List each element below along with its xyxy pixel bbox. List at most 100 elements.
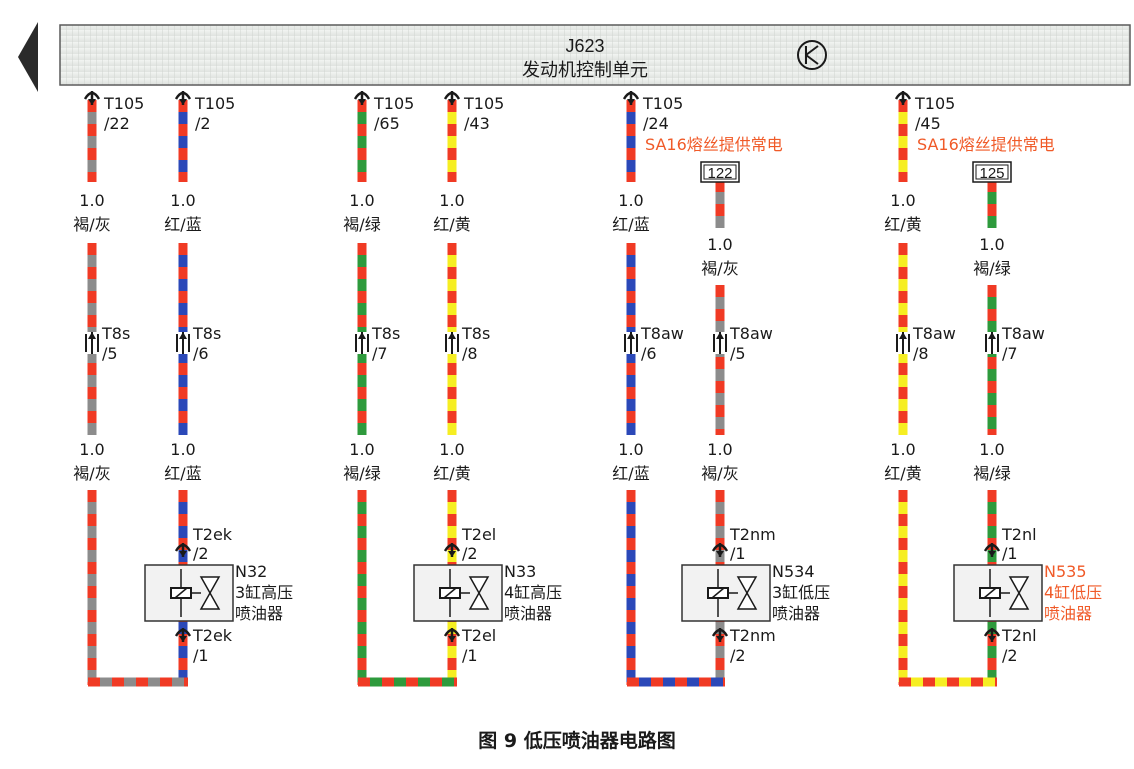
pin-icon <box>443 543 461 557</box>
connector-label: T105 <box>642 94 683 113</box>
fuse-note: SA16熔丝提供常电 <box>917 135 1055 154</box>
wire-color: 红/蓝 <box>612 464 649 483</box>
pin-label: /45 <box>915 114 941 133</box>
connector-label: T8aw <box>1001 324 1045 343</box>
pin-icon <box>894 91 912 105</box>
pin-label: /2 <box>462 544 478 563</box>
wire-size: 1.0 <box>439 191 464 210</box>
connector-label: T105 <box>194 94 235 113</box>
wire-loop-N535 <box>899 677 997 687</box>
unit-code: J623 <box>565 36 604 56</box>
pin-icon <box>711 628 729 642</box>
connector-label: T2ek <box>192 626 233 645</box>
injector-name: N534 <box>772 562 815 581</box>
wire-w2-mid <box>178 243 188 435</box>
wire-size: 1.0 <box>79 440 104 459</box>
connector-label: T105 <box>373 94 414 113</box>
connector-label: T8s <box>192 324 221 343</box>
connector-label: T8aw <box>640 324 684 343</box>
pin-label: /1 <box>193 646 209 665</box>
injector-N534 <box>681 564 771 622</box>
wire-loop-N534 <box>627 677 725 687</box>
wire-size: 1.0 <box>349 191 374 210</box>
wire-color: 褐/绿 <box>343 464 380 483</box>
wire-color: 红/黄 <box>433 464 470 483</box>
wire-w4-top <box>447 100 457 182</box>
connector-label: T2el <box>461 626 496 645</box>
inline-connector-icon <box>896 332 910 354</box>
wire-size: 1.0 <box>439 440 464 459</box>
wire-w4-mid <box>447 243 457 435</box>
labels-layer: T105/221.0褐/灰T8s/51.0褐/灰T105/21.0红/蓝T8s/… <box>73 94 1102 665</box>
transistor-icon <box>797 40 827 70</box>
connector-label: T8aw <box>729 324 773 343</box>
wire-size: 1.0 <box>890 440 915 459</box>
injector-desc: 喷油器 <box>772 604 820 623</box>
wire-color: 红/黄 <box>884 464 921 483</box>
wire-w8-top <box>987 180 997 228</box>
injector-name: N535 <box>1044 562 1087 581</box>
pin-icon <box>622 91 640 105</box>
connector-label: T2nm <box>729 525 776 544</box>
wire-size: 1.0 <box>979 235 1004 254</box>
wire-w6-top <box>715 180 725 228</box>
connector-label: T105 <box>103 94 144 113</box>
injector-desc: 4缸高压 <box>504 583 562 602</box>
wire-w1-top <box>87 100 97 182</box>
connector-label: T105 <box>463 94 504 113</box>
wire-w3-top <box>357 100 367 182</box>
pin-icon <box>443 91 461 105</box>
pin-label: /6 <box>193 344 209 363</box>
wire-size: 1.0 <box>890 191 915 210</box>
wire-w7-bottom <box>898 490 908 685</box>
wire-w1-bottom <box>87 490 97 685</box>
wire-color: 褐/灰 <box>701 464 738 483</box>
inline-connector-icon <box>176 332 190 354</box>
inline-connector-icon <box>985 332 999 354</box>
pin-label: /65 <box>374 114 400 133</box>
wire-color: 褐/灰 <box>73 464 110 483</box>
wire-loop-N32 <box>88 677 188 687</box>
wire-color: 红/蓝 <box>164 464 201 483</box>
connector-label: T2el <box>461 525 496 544</box>
wire-color: 褐/灰 <box>701 259 738 278</box>
wire-color: 红/黄 <box>433 215 470 234</box>
pin-label: /43 <box>464 114 490 133</box>
connector-label: T2ek <box>192 525 233 544</box>
pin-label: /1 <box>730 544 746 563</box>
pin-label: /2 <box>195 114 211 133</box>
wire-color: 红/蓝 <box>612 215 649 234</box>
wire-color: 褐/绿 <box>973 464 1010 483</box>
wire-w5-bottom <box>626 490 636 685</box>
inline-connector-icon <box>624 332 638 354</box>
pin-icon <box>174 91 192 105</box>
pin-label: /7 <box>372 344 388 363</box>
wire-size: 1.0 <box>707 440 732 459</box>
wire-size: 1.0 <box>79 191 104 210</box>
pin-icon <box>174 628 192 642</box>
injector-desc: 喷油器 <box>235 604 283 623</box>
pin-icon <box>83 91 101 105</box>
injector-desc: 3缸高压 <box>235 583 293 602</box>
connector-label: T8s <box>101 324 130 343</box>
pin-label: /7 <box>1002 344 1018 363</box>
fuse-note: SA16熔丝提供常电 <box>645 135 783 154</box>
wire-size: 1.0 <box>618 440 643 459</box>
wire-size: 1.0 <box>349 440 374 459</box>
left-arrow-icon[interactable] <box>18 22 38 92</box>
pin-label: /24 <box>643 114 669 133</box>
pin-icon <box>711 543 729 557</box>
wire-w7-top <box>898 100 908 182</box>
pin-label: /2 <box>730 646 746 665</box>
injector-name: N33 <box>504 562 536 581</box>
pin-label: /6 <box>641 344 657 363</box>
injector-desc: 3缸低压 <box>772 583 830 602</box>
connector-label: T2nl <box>1001 525 1037 544</box>
pin-label: /1 <box>1002 544 1018 563</box>
terminal-number: 122 <box>707 165 732 182</box>
injector-name: N32 <box>235 562 267 581</box>
wire-size: 1.0 <box>979 440 1004 459</box>
connector-label: T2nl <box>1001 626 1037 645</box>
